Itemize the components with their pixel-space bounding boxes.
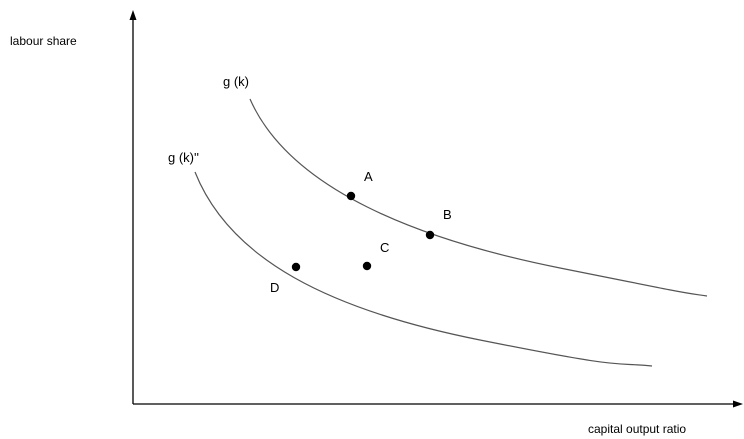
- axes: [129, 10, 743, 408]
- curve-g-k: [249, 98, 708, 297]
- curve-label-g-k: g (k): [223, 74, 249, 89]
- x-axis-label: capital output ratio: [588, 422, 686, 436]
- x-axis-arrowhead: [733, 400, 743, 408]
- point-c: [362, 261, 372, 271]
- point-a: [346, 191, 356, 201]
- point-label-a: A: [364, 169, 373, 184]
- point-label-c: C: [380, 240, 389, 255]
- curve-g-k-double-prime: [194, 171, 653, 367]
- point-label-d: D: [270, 280, 279, 295]
- point-b: [425, 230, 435, 240]
- point-label-b: B: [443, 207, 452, 222]
- y-axis-arrowhead: [129, 10, 137, 20]
- curve-label-g-k-double-prime: g (k)'': [168, 150, 199, 165]
- point-d: [291, 262, 301, 272]
- y-axis-label: labour share: [10, 34, 77, 48]
